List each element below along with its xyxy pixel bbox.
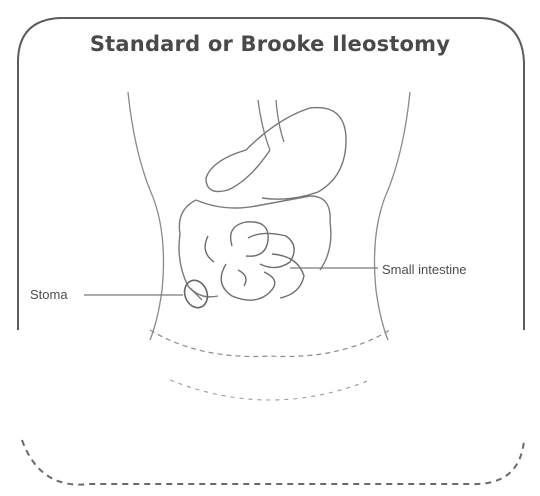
stoma-inner xyxy=(190,288,202,300)
pelvis-outline xyxy=(150,330,390,356)
pelvis-lower xyxy=(170,380,370,400)
frame-border-bottom xyxy=(22,440,524,485)
colon xyxy=(179,196,331,297)
torso-right-outline xyxy=(375,92,411,340)
torso-left-outline xyxy=(128,92,164,340)
label-small-intestine: Small intestine xyxy=(382,262,467,277)
esophagus xyxy=(258,100,284,150)
diagram-title: Standard or Brooke Ileostomy xyxy=(0,32,540,56)
stomach xyxy=(206,108,346,200)
small-intestine-loops xyxy=(205,222,304,300)
frame-border xyxy=(18,18,524,330)
label-stoma: Stoma xyxy=(30,287,68,302)
